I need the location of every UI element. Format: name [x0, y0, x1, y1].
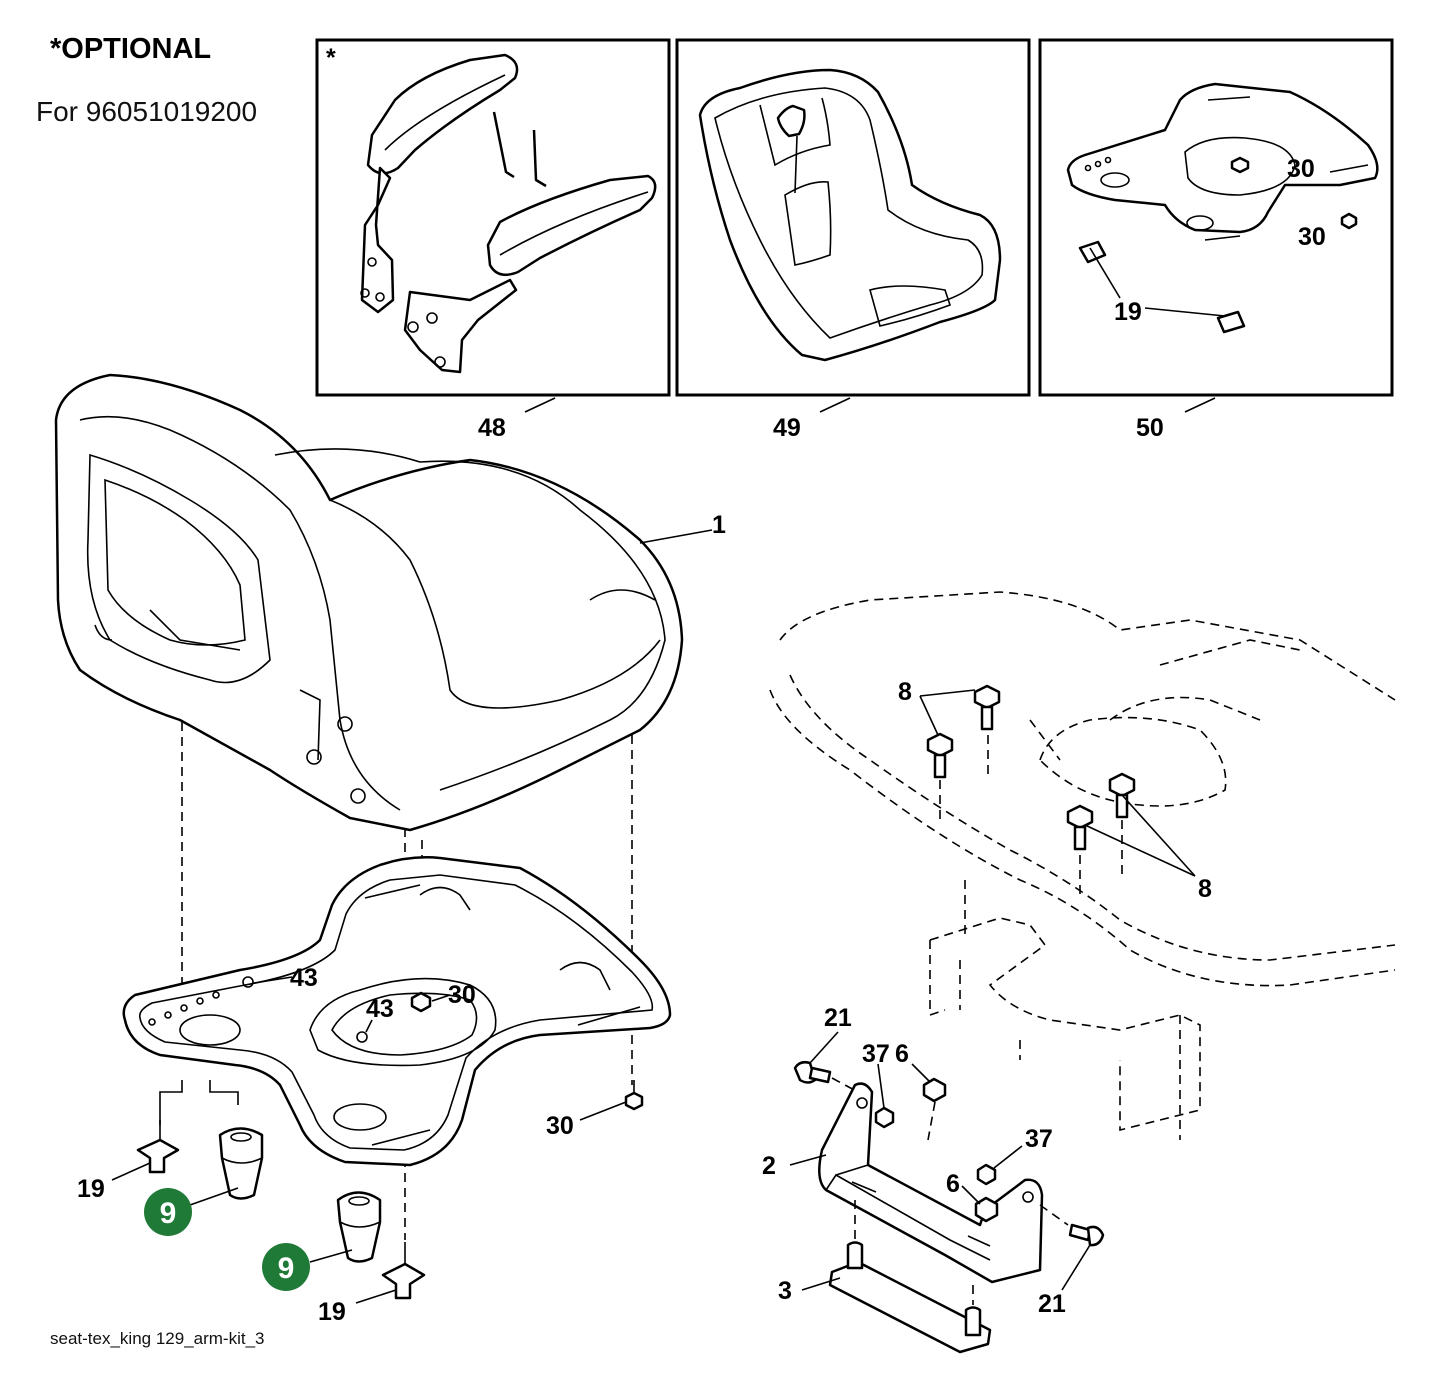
bolt-8c [1066, 804, 1094, 830]
bracket-2 [818, 1082, 1044, 1284]
armrest-bracket-right [403, 278, 518, 374]
knob-19-left [136, 1138, 180, 1174]
inset-screw-30a [1230, 156, 1250, 174]
callout-6-bottom: 6 [946, 1170, 960, 1198]
inset-armrest-kit: * [315, 38, 671, 397]
callout-8-top: 8 [898, 678, 912, 706]
callout-30-plate: 30 [448, 981, 476, 1009]
inset-base-plate [1038, 38, 1394, 397]
callout-50: 50 [1136, 414, 1164, 442]
knob-19-bottom [381, 1262, 426, 1300]
callout-37-bottom: 37 [1025, 1125, 1053, 1153]
callout-49: 49 [773, 414, 801, 442]
callout-8-bottom: 8 [1198, 875, 1212, 903]
inset-callout-19: 19 [1114, 298, 1142, 326]
inset-knob-19b [1216, 310, 1246, 334]
bolt-8a [926, 732, 954, 758]
callout-21-top: 21 [824, 1004, 852, 1032]
main-seat [54, 373, 684, 832]
inset-screw-30b [1340, 212, 1358, 230]
seat-body [54, 373, 684, 832]
inset-seat-shell [675, 38, 1031, 397]
stud-left [846, 1241, 864, 1270]
screw-30-right [624, 1091, 644, 1111]
bolt-21-right-shank [1068, 1223, 1092, 1242]
bolt-8a-shank [933, 753, 947, 779]
bolts-8 [926, 684, 1136, 851]
optional-note: *OPTIONAL [50, 33, 211, 65]
badge-9-center-label: 9 [278, 1252, 295, 1285]
callout-1: 1 [712, 511, 726, 539]
bolt-8b-shank [980, 705, 994, 731]
inset-plate-outline [1066, 82, 1379, 234]
bracket-plate [828, 1241, 992, 1354]
inset-frame-49 [675, 38, 1031, 397]
stud-right [964, 1306, 982, 1337]
hex-key-1 [492, 111, 515, 179]
seat-shell [698, 68, 1002, 362]
callout-37-top: 37 [862, 1040, 890, 1068]
inset-frame-48 [315, 38, 671, 397]
inset-callout-30a: 30 [1287, 155, 1315, 183]
plate-screw-30 [410, 991, 432, 1013]
callout-2: 2 [762, 1152, 776, 1180]
nut-6-top [922, 1077, 947, 1103]
inset-callout-30b: 30 [1298, 223, 1326, 251]
armrest-lower [486, 174, 657, 277]
badge-9-center [262, 1243, 310, 1291]
plate-3 [828, 1260, 992, 1354]
bolt-8b [973, 684, 1001, 710]
main-base-plate [122, 856, 672, 1167]
inset-frame-50 [1038, 38, 1394, 397]
bolt-21-left-shank [808, 1066, 832, 1084]
bolt-8c-shank [1073, 825, 1087, 851]
armrest-upper [366, 53, 519, 175]
washer-37-bottom [976, 1163, 997, 1186]
seat-bracket [818, 1082, 1044, 1284]
tractor-frame-outline [769, 591, 1396, 1140]
bolt-8d [1108, 772, 1136, 798]
callout-21-bottom: 21 [1038, 1290, 1066, 1318]
badge-9-left-label: 9 [160, 1197, 177, 1230]
callout-48: 48 [478, 414, 506, 442]
callout-19-left: 19 [77, 1175, 105, 1203]
badge-9-left [144, 1188, 192, 1236]
armrest-bracket-left [360, 166, 395, 314]
model-line: For 96051019200 [36, 96, 257, 127]
hex-key-2 [532, 129, 547, 188]
bolt-21-right-head [1086, 1225, 1105, 1247]
callout-19-bottom: 19 [318, 1298, 346, 1326]
callout-43b: 43 [366, 995, 394, 1023]
callout-6-top: 6 [895, 1040, 909, 1068]
optional-marker: * [326, 44, 336, 72]
nut-6-bottom [974, 1196, 999, 1223]
washer-37-top [874, 1106, 895, 1129]
callout-43a: 43 [290, 964, 318, 992]
callout-30-right: 30 [546, 1112, 574, 1140]
callout-3: 3 [778, 1277, 792, 1305]
diagram-caption: seat-tex_king 129_arm-kit_3 [50, 1329, 265, 1348]
brand-logo-icon [776, 104, 806, 138]
plate-outline [122, 856, 672, 1167]
